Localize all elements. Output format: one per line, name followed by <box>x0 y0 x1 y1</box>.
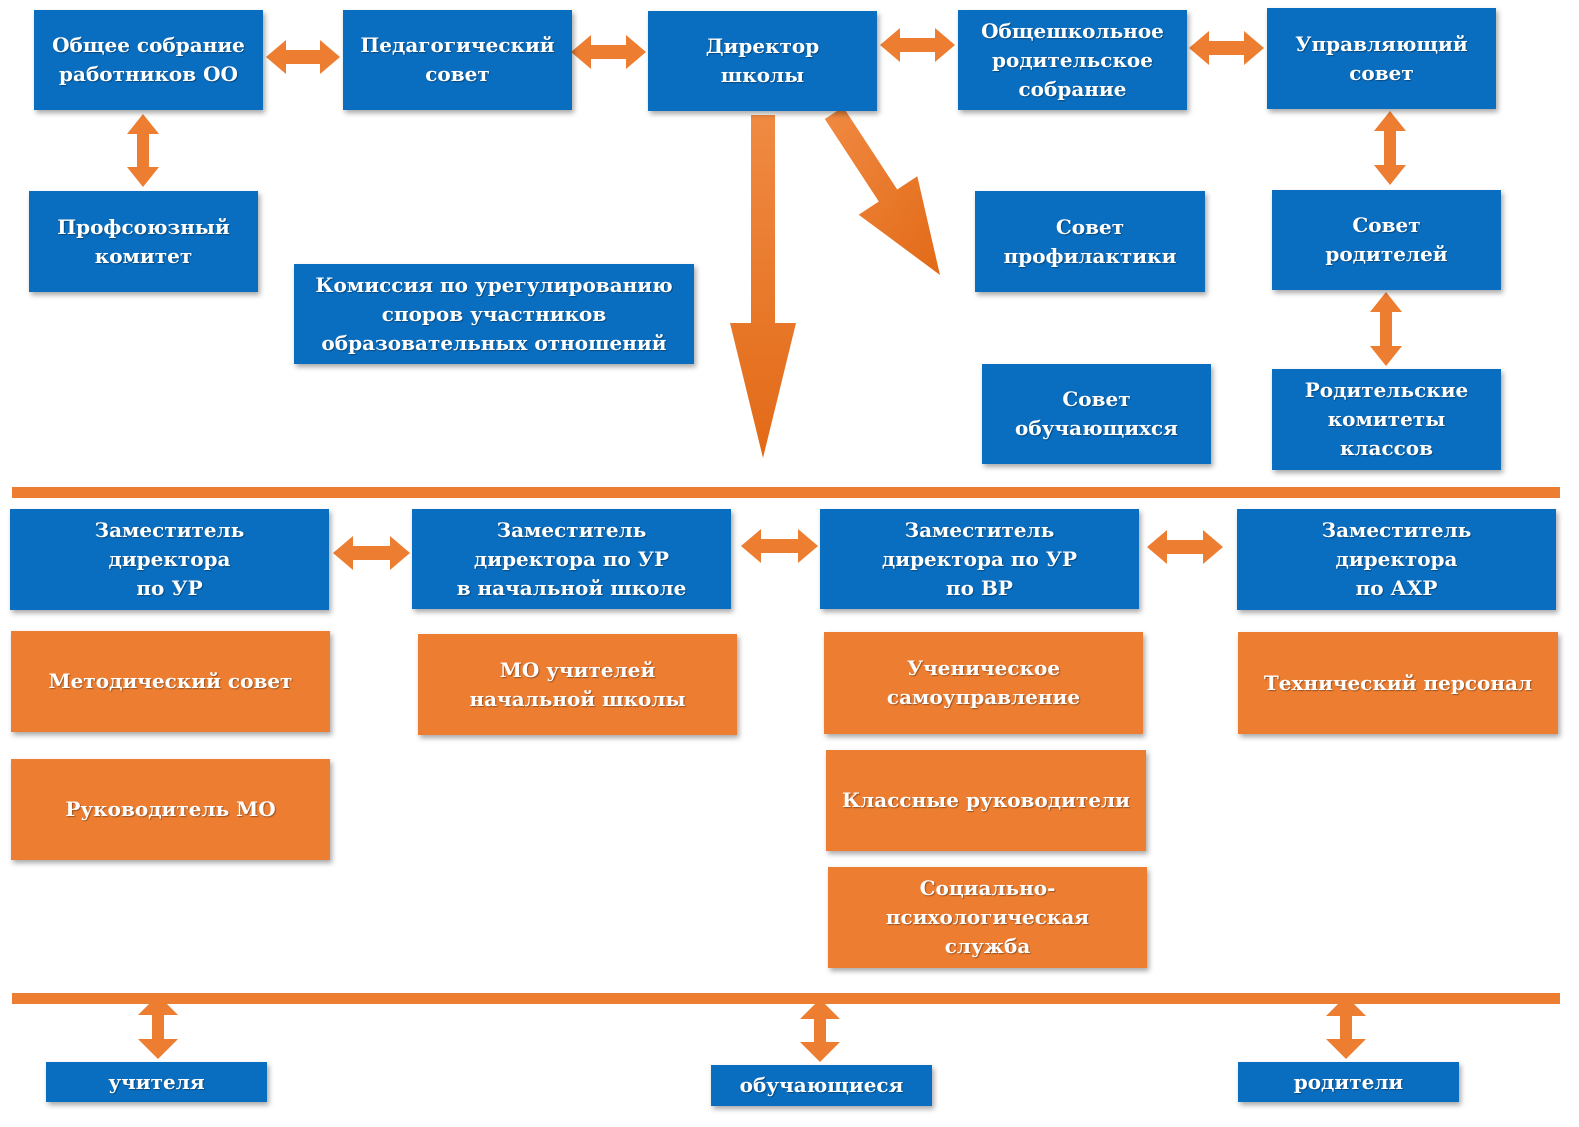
arrow-deputy-ur-primary <box>333 536 410 570</box>
parents-node: родители <box>1238 1062 1459 1102</box>
arrow-meeting-union <box>127 114 159 187</box>
methodical-council-node: Методический совет <box>11 631 330 732</box>
deputy-vr-node: Заместитель директора по УР по ВР <box>820 509 1139 609</box>
mo-head-node: Руководитель МО <box>11 759 330 860</box>
dispute-commission-node: Комиссия по урегулированию споров участн… <box>294 264 694 364</box>
arrow-deputy-vr-ahr <box>1147 530 1223 564</box>
arrow-line-parents <box>1326 996 1366 1059</box>
arrow-assembly-governing <box>1189 31 1264 65</box>
arrow-line-teachers <box>138 995 178 1059</box>
arrow-parents-council-committees <box>1370 292 1402 366</box>
trade-union-node: Профсоюзный комитет <box>29 191 258 292</box>
arrow-pedagogical-director <box>571 35 646 69</box>
students-council-node: Совет обучающихся <box>982 364 1211 464</box>
prevention-council-node: Совет профилактики <box>975 191 1205 292</box>
class-parent-committees-node: Родительские комитеты классов <box>1272 369 1501 470</box>
deputy-ur-node: Заместитель директора по УР <box>10 509 329 610</box>
arrow-director-down <box>730 115 796 458</box>
arrow-director-diagonal <box>824 107 940 275</box>
pedagogical-council-node: Педагогический совет <box>343 10 572 110</box>
arrow-deputy-primary-vr <box>741 529 818 563</box>
arrow-meeting-pedagogical <box>266 40 340 74</box>
mo-primary-teachers-node: МО учителей начальной школы <box>418 634 737 735</box>
students-node: обучающиеся <box>711 1065 932 1106</box>
social-psych-service-node: Социально- психологическая служба <box>828 867 1147 968</box>
deputy-ahr-node: Заместитель директора по АХР <box>1237 509 1556 610</box>
governing-council-node: Управляющий совет <box>1267 8 1496 109</box>
arrow-director-assembly <box>880 28 955 62</box>
director-node: Директор школы <box>648 11 877 111</box>
parent-assembly-node: Общешкольное родительское собрание <box>958 10 1187 110</box>
student-self-government-node: Ученическое самоуправление <box>824 632 1143 734</box>
parents-council-node: Совет родителей <box>1272 190 1501 290</box>
teachers-node: учителя <box>46 1062 267 1102</box>
class-teachers-node: Классные руководители <box>826 750 1146 851</box>
arrow-governing-parents-council <box>1374 111 1406 185</box>
arrow-line-students <box>800 999 840 1062</box>
deputy-primary-node: Заместитель директора по УР в начальной … <box>412 509 731 609</box>
technical-staff-node: Технический персонал <box>1238 632 1558 734</box>
divider-line-lower <box>12 993 1560 1004</box>
general-meeting-node: Общее собрание работников ОО <box>34 10 263 110</box>
divider-line-upper <box>12 487 1560 498</box>
